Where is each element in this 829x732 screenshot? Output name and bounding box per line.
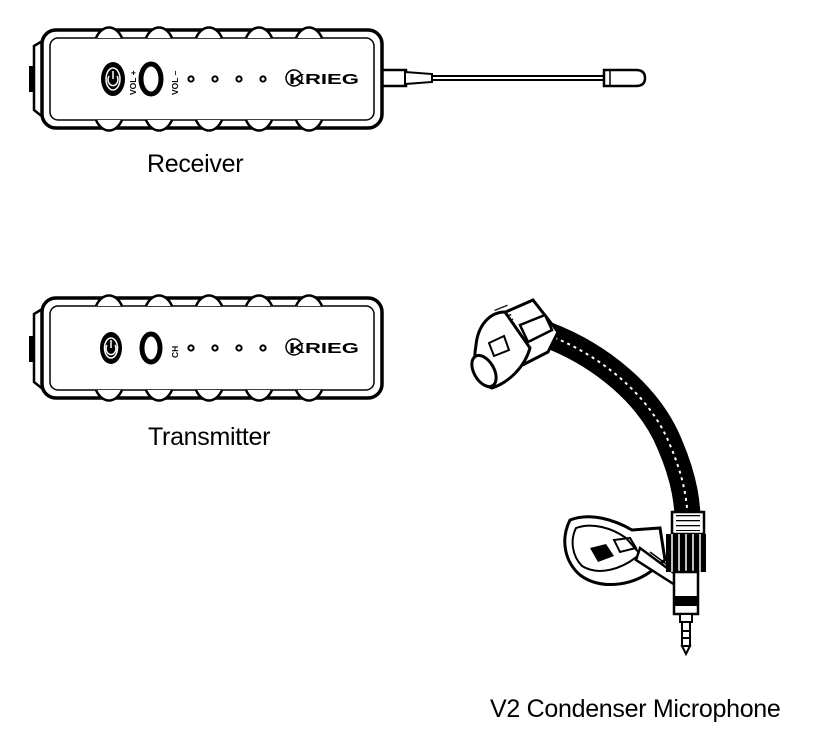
transmitter-leds bbox=[187, 344, 267, 352]
receiver-caption: Receiver bbox=[147, 150, 244, 178]
receiver-antenna bbox=[378, 68, 647, 88]
transmitter-ch-label: CH bbox=[170, 346, 180, 358]
transmitter-power-icon bbox=[100, 332, 122, 364]
receiver-vol-minus-label: VOL – bbox=[170, 70, 180, 95]
transmitter-krieg-logo: KRIEG bbox=[285, 338, 359, 357]
transmitter-channel-knob bbox=[139, 331, 163, 365]
svg-text:KRIEG: KRIEG bbox=[289, 71, 359, 88]
microphone-caption: V2 Condenser Microphone bbox=[490, 695, 781, 723]
receiver-krieg-logo: KRIEG bbox=[285, 69, 359, 88]
microphone-capsule bbox=[470, 298, 560, 390]
receiver-power-icon bbox=[101, 62, 125, 96]
svg-text:KRIEG: KRIEG bbox=[289, 340, 359, 357]
microphone-device bbox=[470, 298, 706, 657]
receiver-vol-plus-label: VOL + bbox=[128, 70, 138, 95]
receiver-volume-knob bbox=[138, 61, 164, 97]
receiver-leds bbox=[187, 75, 267, 83]
receiver-grips bbox=[94, 26, 324, 132]
transmitter-grips bbox=[94, 294, 324, 402]
transmitter-caption: Transmitter bbox=[148, 423, 271, 451]
receiver-device: VOL + VOL – KRIEG bbox=[29, 26, 647, 132]
microphone-jack-plug bbox=[672, 570, 700, 657]
transmitter-device: CH KRIEG bbox=[29, 294, 384, 402]
